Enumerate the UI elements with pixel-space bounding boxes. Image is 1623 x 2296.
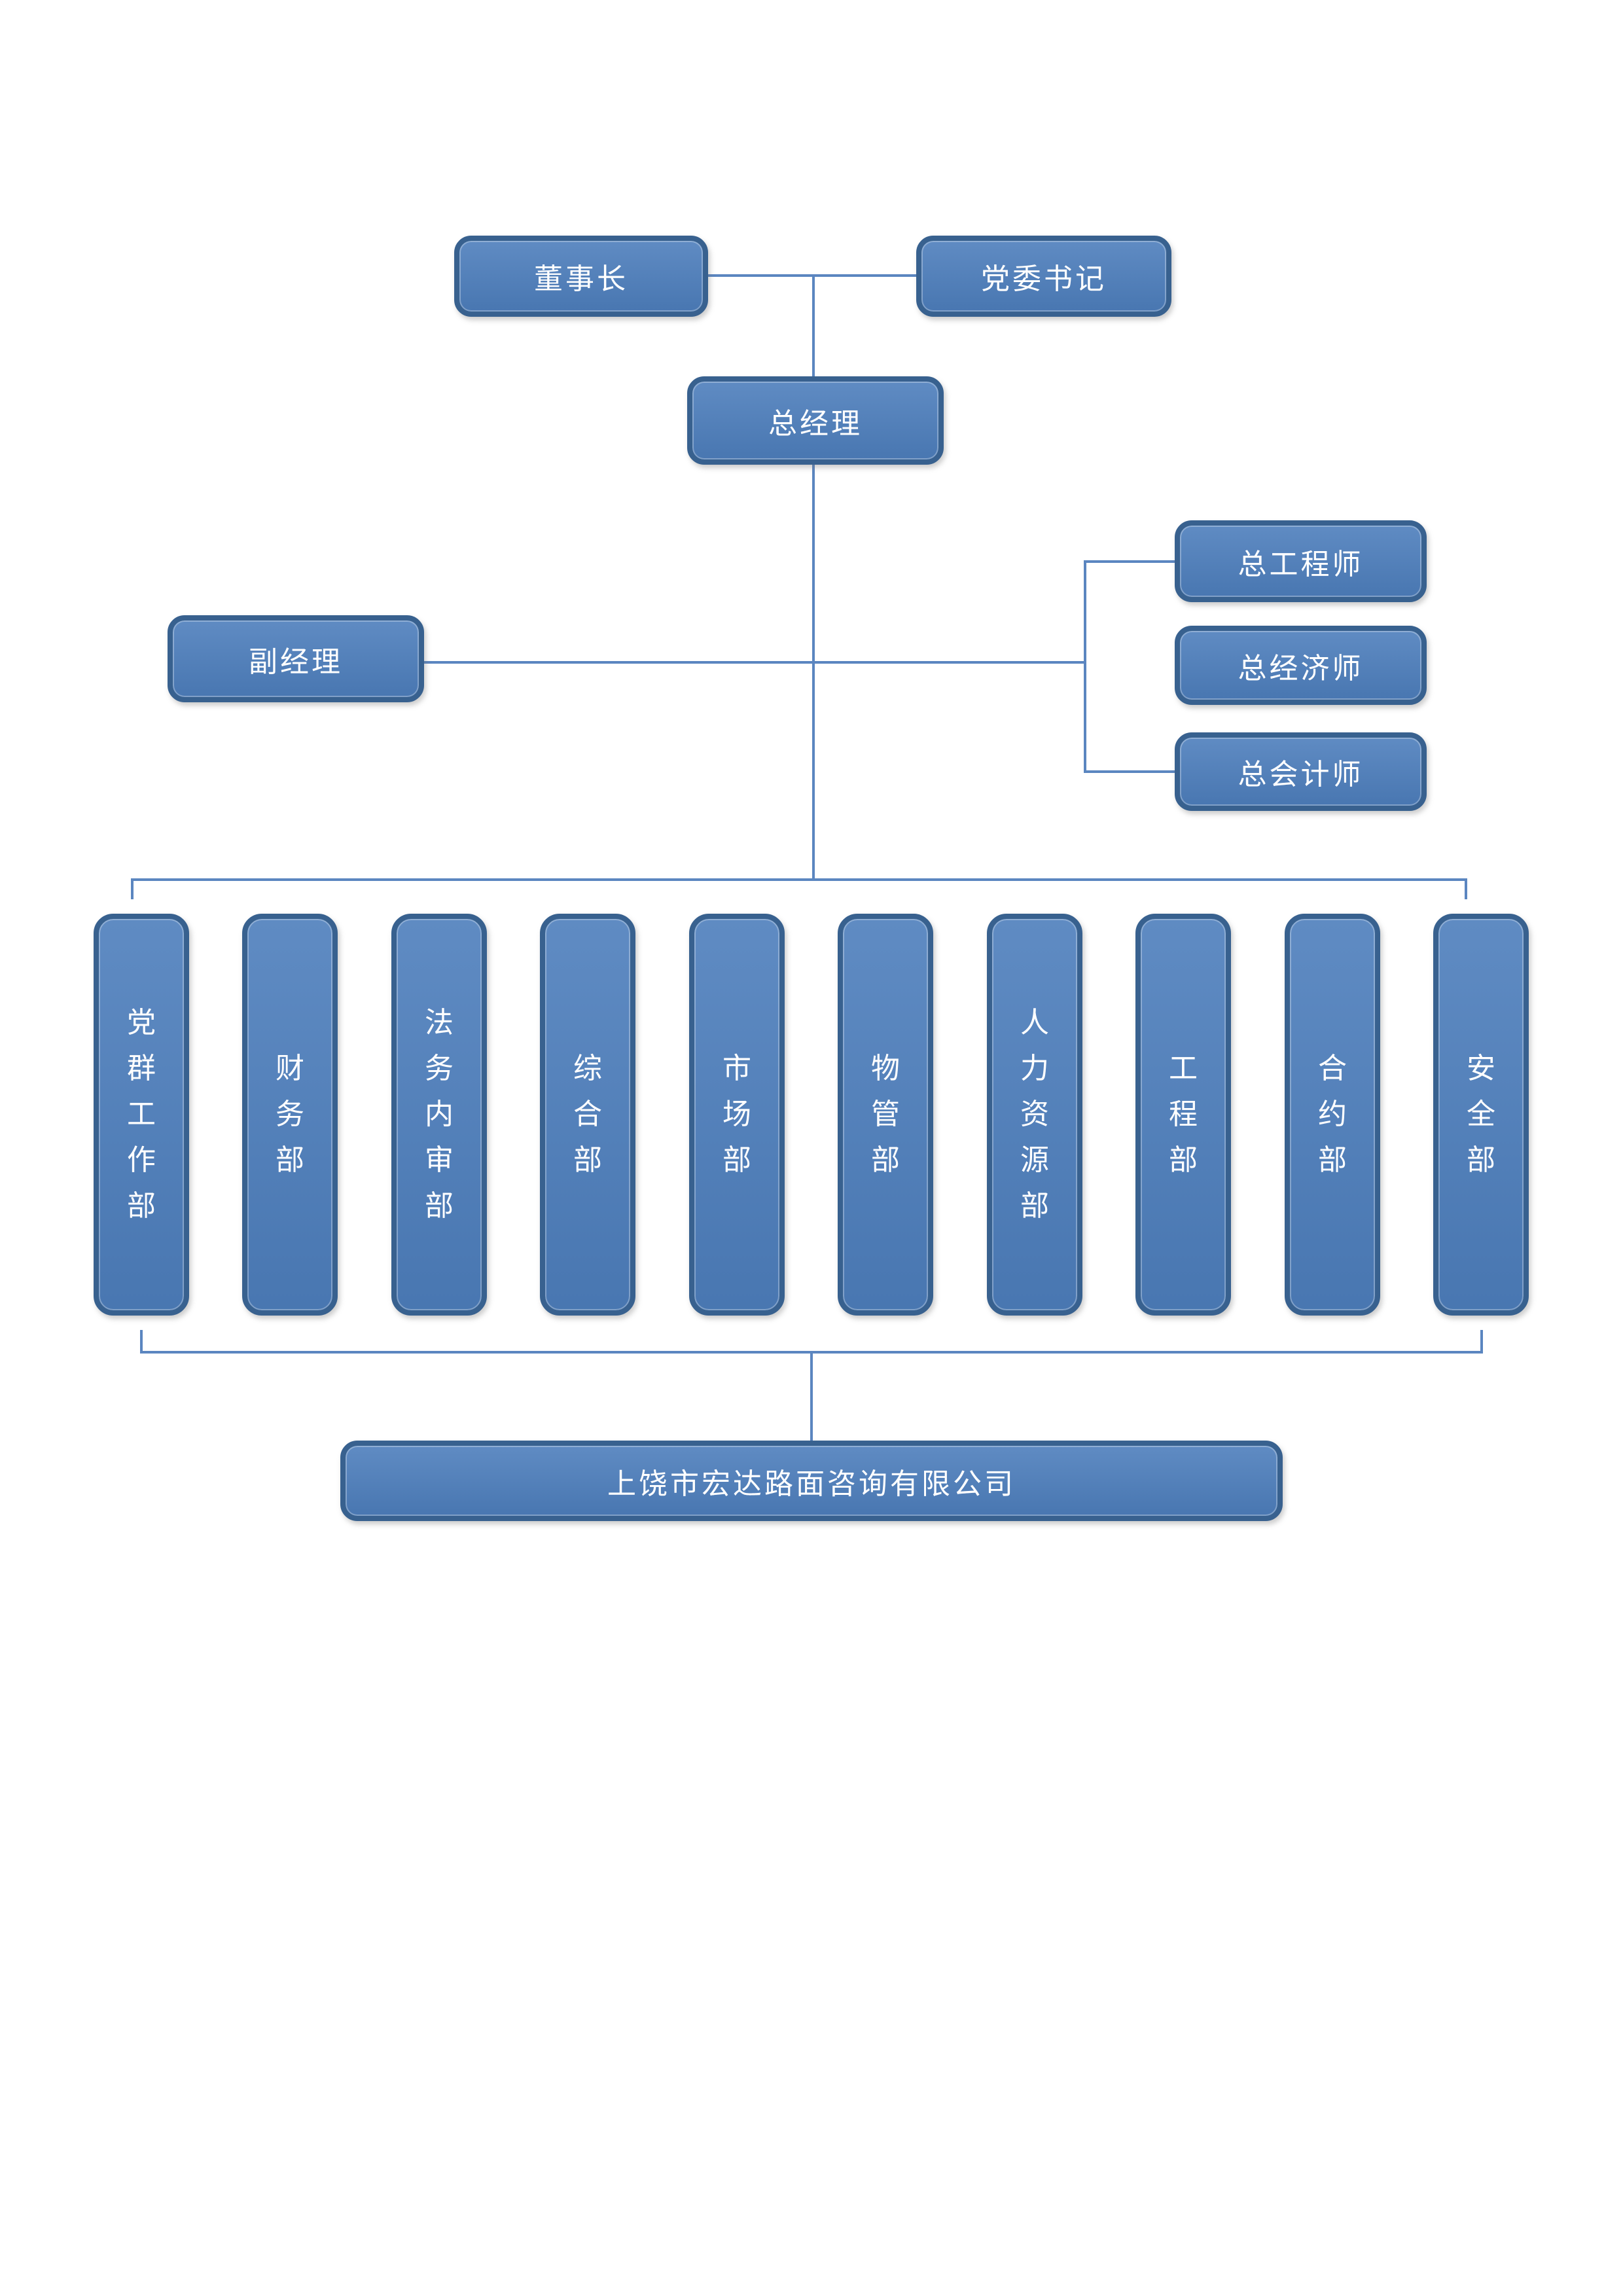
dept-label: 工程部: [1169, 1052, 1198, 1176]
dept-market: 市场部: [689, 914, 785, 1316]
dept-label: 综合部: [573, 1052, 602, 1176]
node-party-secretary-label: 党委书记: [981, 263, 1107, 295]
node-general-manager: 总经理: [687, 376, 944, 465]
dept-label: 合约部: [1318, 1052, 1347, 1176]
connector-to-company: [810, 1352, 813, 1441]
node-chief-accountant: 总会计师: [1175, 732, 1427, 811]
dept-party-mass-work: 党群工作部: [94, 914, 189, 1316]
connector-dept-top-stub-left: [131, 878, 134, 899]
dept-label: 人力资源部: [1020, 1007, 1049, 1222]
connector-deputy-to-chiefs: [424, 661, 1086, 664]
node-party-secretary: 党委书记: [916, 236, 1171, 317]
dept-engineering: 工程部: [1135, 914, 1231, 1316]
dept-legal-internal-audit: 法务内审部: [391, 914, 487, 1316]
node-chief-economist-label: 总经济师: [1238, 652, 1364, 685]
dept-general-affairs: 综合部: [540, 914, 635, 1316]
dept-property-management: 物管部: [838, 914, 933, 1316]
node-chairman-label: 董事长: [534, 263, 628, 295]
dept-contract: 合约部: [1285, 914, 1380, 1316]
dept-label: 物管部: [871, 1052, 900, 1176]
dept-label: 党群工作部: [127, 1007, 156, 1222]
connector-dept-bottom-stub-left: [140, 1330, 143, 1352]
connector-dept-bottom-stub-right: [1480, 1330, 1483, 1352]
node-deputy-manager: 副经理: [168, 615, 424, 702]
dept-label: 市场部: [722, 1052, 751, 1176]
connector-chiefs-bracket-vertical: [1084, 560, 1086, 773]
node-chief-accountant-label: 总会计师: [1238, 759, 1364, 791]
dept-label: 安全部: [1467, 1052, 1495, 1176]
dept-human-resources: 人力资源部: [987, 914, 1082, 1316]
node-deputy-manager-label: 副经理: [249, 645, 343, 678]
connector-chief-engineer-arm: [1084, 560, 1175, 563]
connector-general-manager-down: [812, 465, 815, 880]
node-chairman: 董事长: [454, 236, 708, 317]
node-chief-engineer-label: 总工程师: [1238, 548, 1364, 581]
node-chief-economist: 总经济师: [1175, 626, 1427, 705]
connector-dept-top-stub-right: [1465, 878, 1467, 899]
dept-label: 法务内审部: [425, 1007, 454, 1222]
connector-chief-accountant-arm: [1084, 770, 1175, 773]
node-general-manager-label: 总经理: [768, 407, 863, 440]
connector-departments-top-bracket: [131, 878, 1467, 881]
node-chief-engineer: 总工程师: [1175, 520, 1427, 602]
dept-safety: 安全部: [1433, 914, 1529, 1316]
dept-label: 财务部: [276, 1052, 304, 1176]
node-company-label: 上饶市宏达路面咨询有限公司: [607, 1467, 1016, 1500]
connector-top-to-general-manager: [812, 276, 815, 376]
node-company: 上饶市宏达路面咨询有限公司: [340, 1441, 1283, 1521]
dept-finance: 财务部: [242, 914, 338, 1316]
